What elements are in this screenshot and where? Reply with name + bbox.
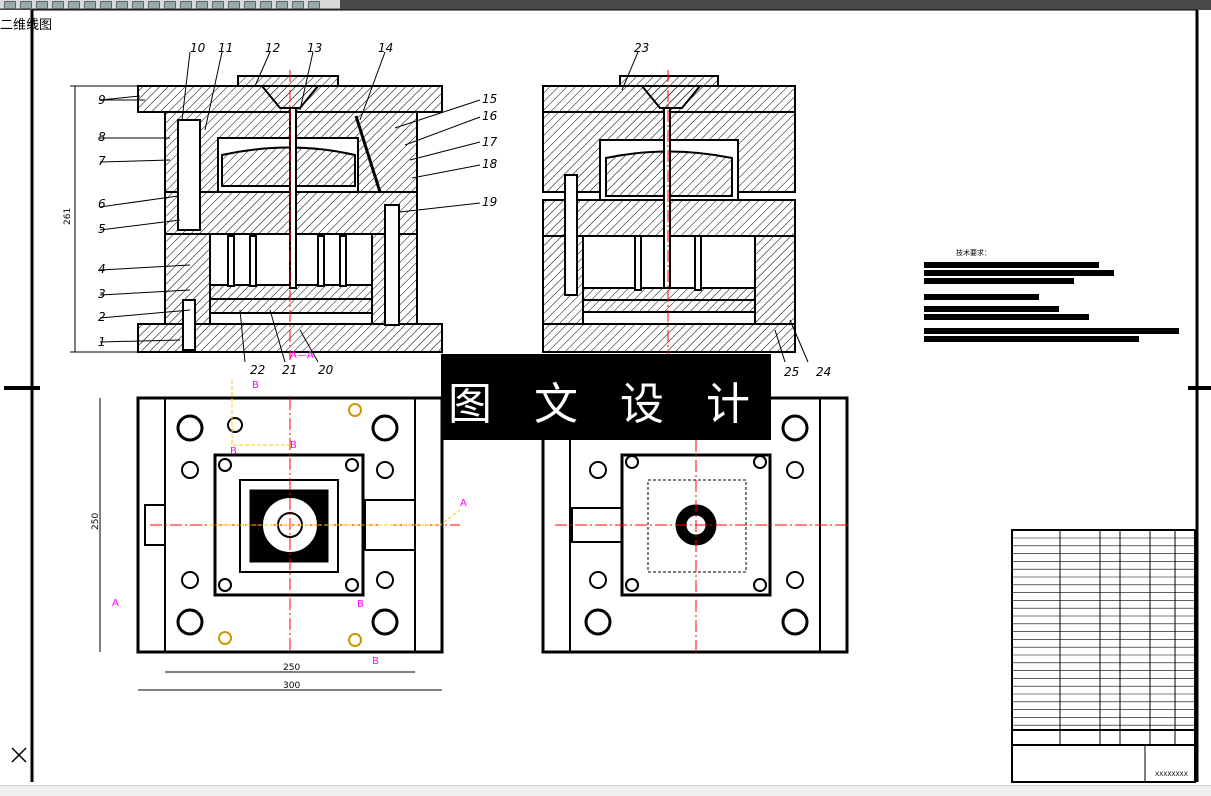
dimension-text: 300: [283, 681, 300, 691]
app-toolbar: [0, 0, 1211, 10]
section-letter: B: [372, 656, 379, 667]
part-number: 22: [250, 363, 265, 377]
part-number: 10: [190, 41, 206, 55]
toolbar-button[interactable]: [4, 1, 16, 9]
toolbar-button[interactable]: [68, 1, 80, 9]
part-number: 4: [98, 262, 106, 276]
part-number: 25: [784, 365, 799, 379]
section-letter: B: [230, 446, 237, 457]
toolbar-button[interactable]: [116, 1, 128, 9]
toolbar-button[interactable]: [20, 1, 32, 9]
section-label: A—A: [290, 350, 314, 361]
redacted-line: [924, 336, 1139, 342]
part-number: 3: [98, 287, 106, 301]
dimension-text: 250: [91, 513, 101, 530]
redacted-line: [924, 278, 1074, 284]
title-block: [1011, 529, 1196, 783]
toolbar-button[interactable]: [228, 1, 240, 9]
close-icon[interactable]: [11, 747, 27, 763]
toolbar-button[interactable]: [180, 1, 192, 9]
part-number: 16: [482, 109, 498, 123]
part-number: 5: [98, 222, 106, 236]
toolbar-strip: [0, 0, 340, 9]
dimension-text: 261: [63, 208, 73, 225]
part-number: 2: [98, 310, 106, 324]
part-number-labels: 1 2 3 4 5 6 7 8 9 10 11 12 13 14 15 16 1…: [98, 41, 831, 379]
section-letter: B: [290, 440, 297, 451]
status-bar: [0, 785, 1211, 796]
front-section-view[interactable]: [137, 70, 443, 360]
watermark-banner: 图 文 设 计: [441, 354, 771, 440]
section-letters: A A B B B B B: [112, 380, 467, 667]
toolbar-button[interactable]: [52, 1, 64, 9]
toolbar-button[interactable]: [100, 1, 112, 9]
part-number: 6: [98, 197, 106, 211]
plan-dimensions: [99, 398, 442, 691]
part-number: 21: [282, 363, 297, 377]
part-number: 8: [98, 130, 106, 144]
tech-requirements-title: 技术要求：: [956, 249, 991, 257]
toolbar-button[interactable]: [164, 1, 176, 9]
section-letter: B: [357, 599, 364, 610]
part-number: 24: [816, 365, 831, 379]
part-number: 23: [634, 41, 649, 55]
toolbar-button[interactable]: [84, 1, 96, 9]
toolbar-button[interactable]: [148, 1, 160, 9]
redacted-line: [924, 328, 1179, 334]
toolbar-button[interactable]: [308, 1, 320, 9]
redacted-line: [924, 306, 1059, 312]
toolbar-button[interactable]: [36, 1, 48, 9]
toolbar-button[interactable]: [276, 1, 288, 9]
drawing-frame: [4, 9, 1211, 782]
part-number: 17: [482, 135, 498, 149]
part-number: 12: [265, 41, 280, 55]
watermark-text: 图 文 设 计: [448, 379, 764, 430]
redacted-line: [924, 262, 1099, 268]
toolbar-button[interactable]: [292, 1, 304, 9]
view-label: 二维线图: [0, 18, 53, 33]
dimension-text: 250: [283, 663, 300, 673]
part-number: 11: [218, 41, 233, 55]
toolbar-button[interactable]: [260, 1, 272, 9]
top-plan-view[interactable]: [136, 380, 461, 654]
part-number: 9: [98, 93, 106, 107]
redacted-line: [924, 314, 1089, 320]
part-number: 15: [482, 92, 497, 106]
redacted-line: [924, 270, 1114, 276]
toolbar-button[interactable]: [132, 1, 144, 9]
part-number: 18: [482, 157, 498, 171]
title-block-code: XXXXXXXX: [1155, 771, 1188, 778]
section-letter: B: [252, 380, 259, 391]
part-number: 20: [318, 363, 334, 377]
section-letter: A: [460, 498, 467, 509]
part-number: 7: [98, 154, 106, 168]
section-letter: A: [112, 598, 119, 609]
part-number: 14: [378, 41, 393, 55]
part-leaders: [99, 51, 809, 363]
part-number: 19: [482, 195, 497, 209]
part-number: 13: [307, 41, 322, 55]
part-number: 1: [98, 335, 106, 349]
dimension-261: [70, 85, 140, 353]
toolbar-button[interactable]: [196, 1, 208, 9]
side-section-view[interactable]: [542, 70, 796, 360]
toolbar-button[interactable]: [244, 1, 256, 9]
toolbar-button[interactable]: [212, 1, 224, 9]
redacted-line: [924, 294, 1039, 300]
